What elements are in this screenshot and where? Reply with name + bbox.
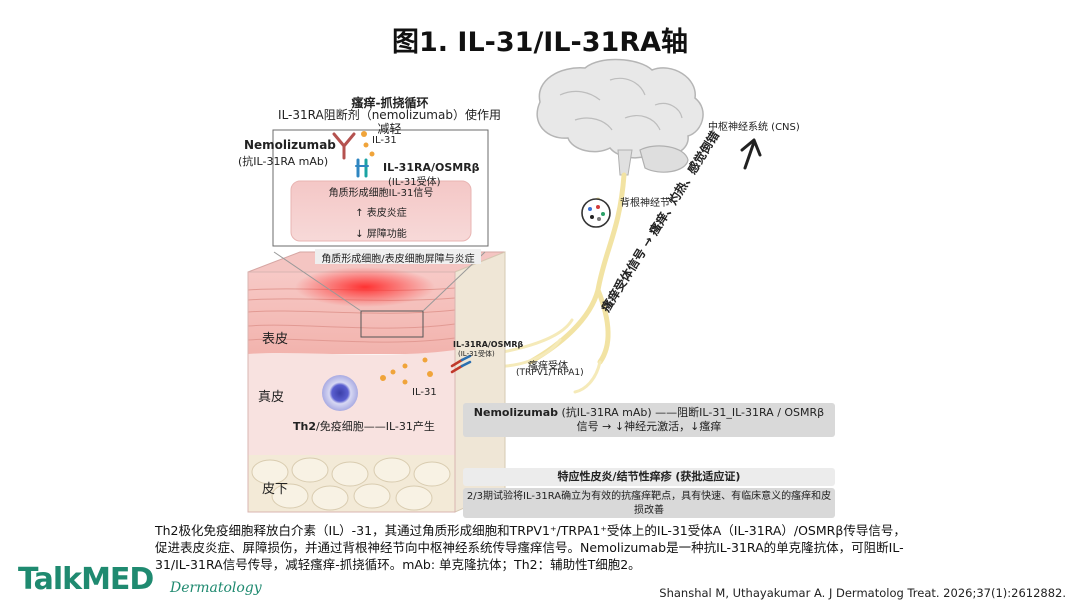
- itch-receptor-label: 瘙痒受体: [528, 361, 568, 372]
- il31-dots-zoom: [361, 131, 375, 157]
- talkmed-logo-sub: Dermatology: [170, 580, 262, 596]
- nemolizumab-antibody: [332, 132, 356, 160]
- nerve-fibers: [527, 172, 627, 365]
- receptor-antibody-skin: [450, 354, 472, 374]
- nemolizumab-mechanism-line1: (抗IL-31RA mAb) ——阻断IL-31_IL-31RA / OSMRβ: [558, 406, 825, 419]
- dorsal-root-ganglion: [581, 198, 611, 228]
- th2-label-bold: Th2: [293, 420, 316, 433]
- th2-cell: [322, 375, 358, 411]
- receptor-sub-skin: (IL-31受体): [458, 350, 495, 358]
- dermis-label: 真皮: [258, 390, 285, 405]
- effect-up-label: ↑ 表皮炎症: [355, 208, 407, 219]
- il31-label-zoom: IL-31: [372, 135, 397, 146]
- il31-dots-dermis: [380, 357, 433, 385]
- nemolizumab-mechanism-bold: Nemolizumab: [473, 406, 559, 419]
- receptor-label-zoom: IL-31RA/OSMRβ: [383, 161, 480, 174]
- itch-receptor-sub: (TRPV1/TRPA1): [516, 368, 584, 378]
- indication-header: 特应性皮炎/结节性痒疹 (获批适应证): [463, 468, 835, 486]
- receptor-desc-zoom: (IL-31受体): [388, 177, 441, 188]
- nemolizumab-label: Nemolizumab: [244, 138, 336, 152]
- keratinocyte-signal-box: [290, 180, 472, 242]
- indication-body: 2/3期试验将IL-31RA确立为有效的抗瘙痒靶点，具有快速、有临床意义的瘙痒和…: [463, 488, 835, 518]
- receptor-label-skin: IL-31RA/OSMRβ: [453, 340, 524, 349]
- inflammation-spot: [295, 267, 435, 307]
- th2-label: Th2/免疫细胞——IL-31产生: [293, 418, 435, 434]
- il31-label-dermis: IL-31: [412, 387, 437, 398]
- th2-label-rest: /免疫细胞——IL-31产生: [316, 420, 435, 433]
- epidermis-label: 表皮: [262, 332, 289, 347]
- nemolizumab-mechanism-box: Nemolizumab (抗IL-31RA mAb) ——阻断IL-31_IL-…: [463, 403, 835, 437]
- brain-illustration: [536, 58, 704, 176]
- nemolizumab-mechanism-line2: 信号 → ↓神经元激活，↓瘙痒: [576, 420, 722, 433]
- skin-block: [247, 251, 506, 513]
- dorsal-ganglion-label: 背根神经节: [620, 198, 670, 209]
- subcutis-label: 皮下: [262, 482, 289, 497]
- nemolizumab-mechanism-text: Nemolizumab (抗IL-31RA mAb) ——阻断IL-31_IL-…: [463, 403, 835, 434]
- figure-title: 图1. IL-31/IL-31RA轴: [391, 27, 689, 58]
- figure-caption: Th2极化免疫细胞释放白介素（IL）-31，其通过角质形成细胞和TRPV1⁺/T…: [155, 523, 906, 572]
- cns-arrow: [740, 138, 762, 170]
- citation: Shanshal M, Uthayakumar A. J Dermatolog …: [659, 586, 1066, 600]
- talkmed-logo: TalkMED: [18, 562, 154, 597]
- barrier-caption: 角质形成细胞/表皮细胞屏障与炎症: [321, 254, 475, 265]
- keratinocyte-signal-label: 角质形成细胞IL-31信号: [328, 188, 434, 199]
- cns-label: 中枢神经系统 (CNS): [708, 122, 800, 133]
- effect-down-label: ↓ 屏障功能: [355, 229, 407, 240]
- loop-title: 瘙痒-抓挠循环: [351, 96, 429, 110]
- loop-subtitle: IL-31RA阻断剂（nemolizumab）使作用减轻: [278, 108, 501, 136]
- nemolizumab-desc: (抗IL-31RA mAb): [238, 155, 329, 168]
- il31-receptor-zoom: [355, 158, 369, 178]
